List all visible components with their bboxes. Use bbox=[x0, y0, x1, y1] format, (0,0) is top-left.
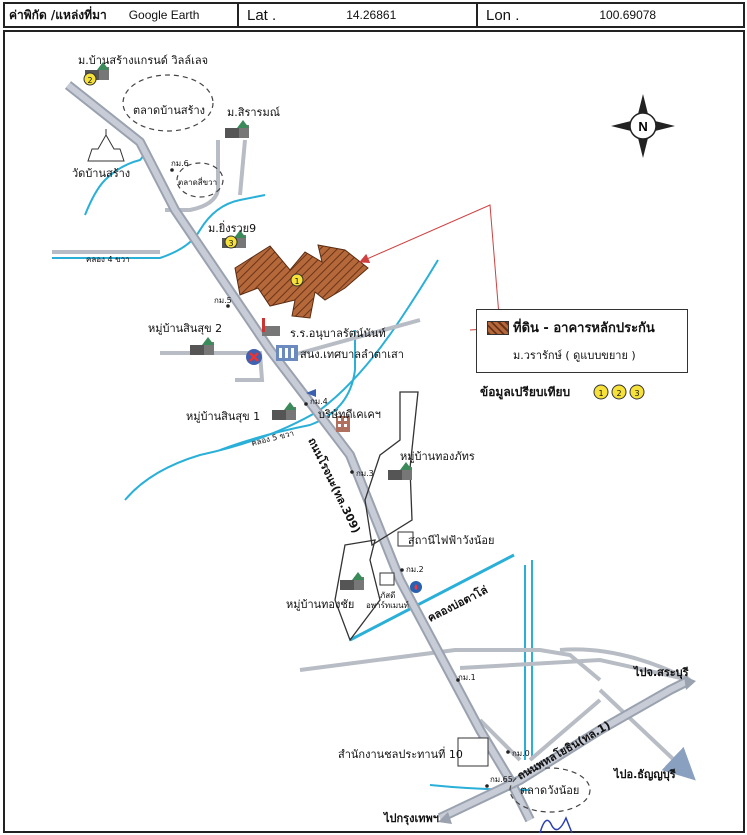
comparison-markers: 1 2 3 bbox=[593, 384, 645, 400]
compass-north: N bbox=[638, 119, 647, 134]
comparison-label: ข้อมูลเปรียบเทียบ bbox=[480, 385, 570, 400]
map-frame bbox=[3, 30, 745, 833]
village-icons bbox=[85, 62, 422, 593]
marker-comp2: 2 bbox=[83, 72, 97, 86]
label-municipal: สนง.เทศบาลลำตาเสา bbox=[300, 348, 404, 361]
house-icon bbox=[340, 572, 364, 590]
lat-label: Lat . bbox=[247, 6, 277, 24]
label-canal5: คลอง 5 ขวา bbox=[250, 429, 294, 448]
legend-swatch bbox=[487, 321, 509, 335]
label-village-thongchai: หมู่บ้านทองชัย bbox=[286, 598, 354, 611]
label-canal4: คลอง 4 ขวา bbox=[86, 255, 130, 264]
label-hospital: ร.ร.อนุบาลรัตน์นันท์ bbox=[290, 327, 386, 340]
village-outlines bbox=[334, 391, 419, 642]
label-apartment-a: ภัสดี bbox=[380, 591, 395, 600]
legend-box: ที่ดิน - อาคารหลักประกัน ม.วรารักษ์ ( ดู… bbox=[476, 309, 688, 373]
label-road-rojana: ถนนโรจนะ(ทล.309) bbox=[305, 435, 363, 535]
label-village-sinsuk2: หมู่บ้านสินสุข 2 bbox=[148, 322, 222, 335]
comparison-marker-1: 1 bbox=[598, 389, 603, 398]
marker-subject-num: 1 bbox=[294, 277, 299, 286]
label-market-seekhwa: ตลาดสี่ขวา bbox=[178, 176, 217, 187]
minor-roads bbox=[52, 139, 696, 781]
road-phahon bbox=[437, 675, 696, 824]
label-km3: กม.3 bbox=[356, 469, 374, 478]
office-icon bbox=[276, 345, 298, 361]
power-station-box bbox=[397, 531, 414, 547]
house-icon bbox=[388, 462, 412, 480]
label-km0: กม.0 bbox=[512, 749, 530, 758]
house-icon bbox=[272, 402, 296, 420]
factory-icon bbox=[336, 416, 350, 432]
school-icon bbox=[262, 318, 280, 336]
label-village-thongphat: หมู่บ้านทองภัทร bbox=[400, 450, 475, 463]
irrigation-box bbox=[457, 737, 489, 767]
label-to-thanyaburi: ไปอ.ธัญญบุรี bbox=[612, 767, 676, 782]
marker-subject: 1 bbox=[290, 273, 304, 287]
label-market-wangnoi: ตลาดวังน้อย bbox=[520, 784, 579, 797]
fuel-icon bbox=[410, 581, 422, 593]
place-labels: ม.บ้านสร้างแกรนด์ วิลล์เลจ ตลาดบ้านสร้าง… bbox=[72, 54, 689, 826]
comparison-marker-2: 2 bbox=[616, 389, 621, 398]
km-dots bbox=[170, 168, 510, 788]
canal-bor-ta-lo bbox=[349, 553, 515, 642]
road-309 bbox=[64, 81, 535, 823]
gas-station-icon bbox=[246, 349, 262, 365]
label-apartment-b: อพาร์ทเมนท์ bbox=[366, 600, 409, 610]
label-km65: กม.65 bbox=[490, 775, 513, 784]
label-village-sinsuk1: หมู่บ้านสินสุข 1 bbox=[186, 410, 260, 423]
label-company: บริษัทดีเคเคฯ bbox=[318, 408, 381, 421]
label-km5: กม.5 bbox=[214, 296, 232, 305]
source-value: Google Earth bbox=[128, 8, 200, 22]
thongchai-outline bbox=[334, 539, 381, 642]
thongphat-outline bbox=[364, 391, 419, 547]
marker-comp2-num: 2 bbox=[87, 76, 92, 85]
label-market-ban-sarang: ตลาดบ้านสร้าง bbox=[133, 104, 205, 117]
temple-icon bbox=[87, 129, 125, 162]
marker-comp3-num: 3 bbox=[228, 239, 233, 248]
canal-5-b bbox=[219, 330, 356, 451]
label-canal-bor-ta-lo: คลองบ่อตาโล่ bbox=[425, 582, 490, 624]
header-coord-cell: ค่าพิกัด /แหล่งที่มา Google Earth bbox=[3, 2, 239, 28]
house-icon bbox=[190, 337, 214, 355]
label-m-sirarom: ม.สิรารมณ์ bbox=[227, 106, 280, 119]
label-power-station: สถานีไฟฟ้าวังน้อย bbox=[408, 534, 494, 547]
label-village-sarang-grand: ม.บ้านสร้างแกรนด์ วิลล์เลจ bbox=[78, 54, 208, 67]
legend-subtitle: ม.วรารักษ์ ( ดูแบบขยาย ) bbox=[513, 349, 636, 362]
lon-label: Lon . bbox=[486, 6, 520, 24]
marker-comp3: 3 bbox=[224, 235, 238, 249]
label-to-saraburi: ไปจ.สระบุรี bbox=[632, 665, 689, 680]
market-circles bbox=[122, 74, 591, 813]
label-irrigation: สำนักงานชลประทานที่ 10 bbox=[338, 746, 463, 761]
canal-4 bbox=[52, 194, 266, 259]
label-km6: กม.6 bbox=[171, 159, 189, 168]
coord-label: ค่าพิกัด /แหล่งที่มา bbox=[9, 7, 107, 22]
flag-icon bbox=[306, 389, 316, 397]
signature-mark bbox=[539, 816, 573, 834]
compass-icon: N bbox=[611, 94, 675, 158]
legend-title: ที่ดิน - อาคารหลักประกัน bbox=[513, 321, 655, 336]
label-to-bangkok: ไปกรุงเทพฯ bbox=[382, 811, 439, 826]
comparison-marker-3: 3 bbox=[634, 389, 639, 398]
label-km4: กม.4 bbox=[310, 397, 328, 406]
label-m-yingruay9: ม.ยิ่งรวย9 bbox=[208, 220, 256, 235]
label-km2: กม.2 bbox=[406, 565, 424, 574]
lon-value: 100.69078 bbox=[599, 8, 657, 22]
apartment-box bbox=[379, 572, 395, 586]
lat-value: 14.26861 bbox=[346, 8, 397, 22]
label-temple-ban-sarang: วัดบ้านสร้าง bbox=[72, 167, 130, 180]
header-lon-cell: Lon . 100.69078 bbox=[476, 2, 745, 28]
house-icon bbox=[225, 120, 249, 138]
label-km1: กม.1 bbox=[458, 673, 476, 682]
